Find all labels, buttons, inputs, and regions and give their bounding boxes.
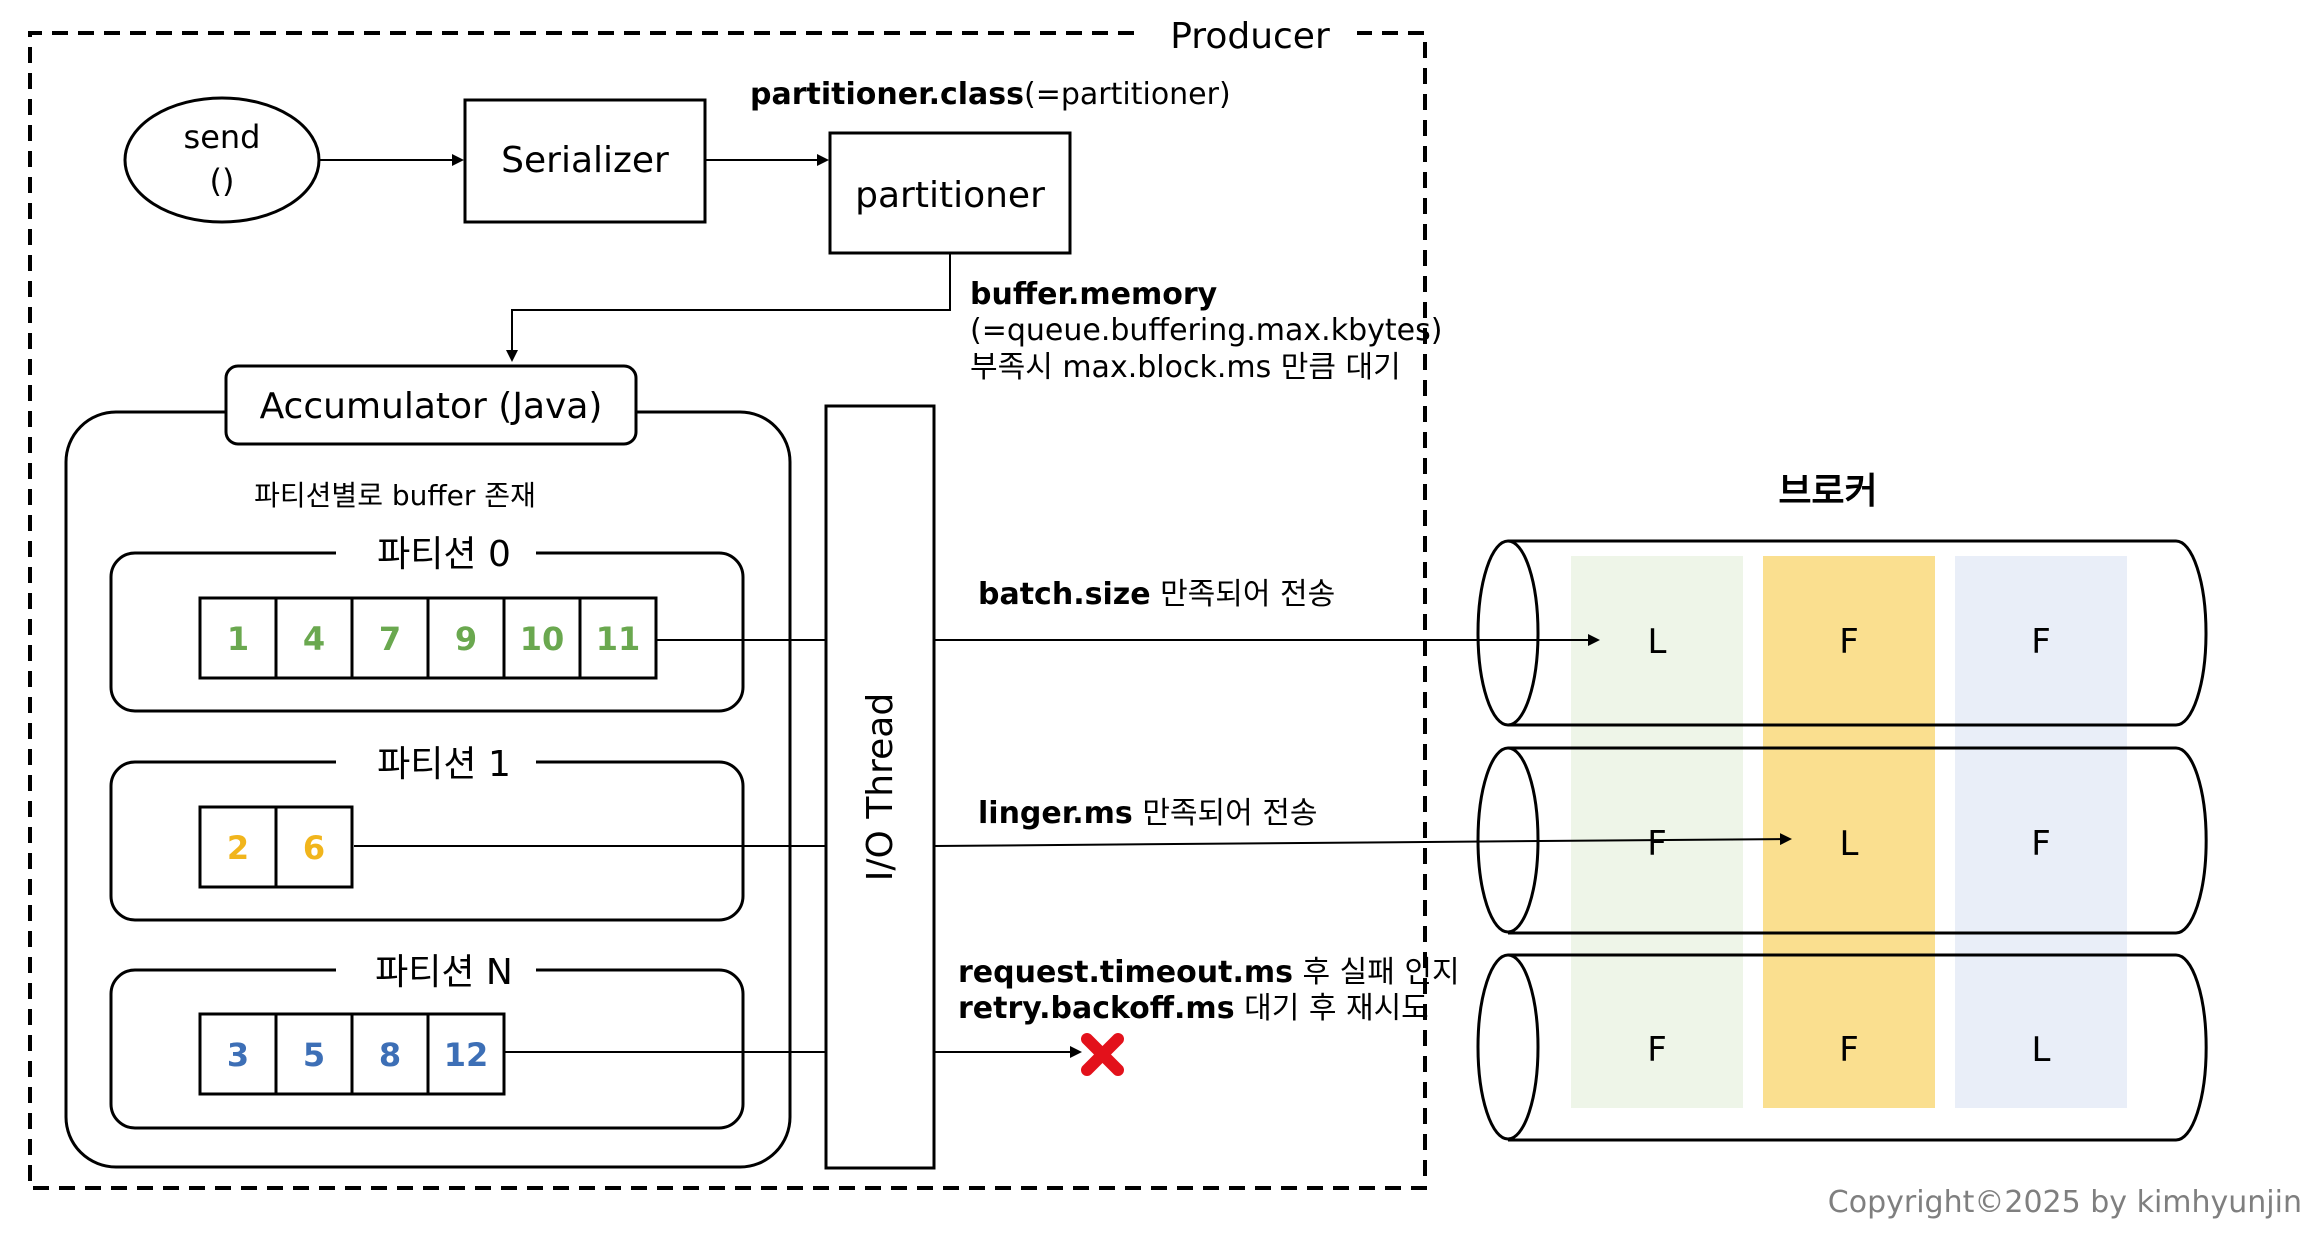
record-cell <box>350 1012 430 1096</box>
record-number: 6 <box>303 829 325 867</box>
send-node: send () <box>123 96 321 224</box>
send-parens: () <box>210 162 235 200</box>
record-number: 10 <box>520 620 565 658</box>
copyright-text: Copyright©2025 by kimhyunjin <box>1828 1185 2302 1220</box>
record-cell <box>198 805 278 889</box>
linger-ms-note: linger.ms 만족되어 전송 <box>978 796 1317 831</box>
accumulator-title-box <box>224 364 638 446</box>
record-cell <box>426 1012 506 1096</box>
follower-replica-label: F <box>1839 622 1859 662</box>
partition-0: 파티션 0 1 4 7 9 10 11 <box>109 530 745 713</box>
record-number: 8 <box>379 1036 401 1074</box>
leader-replica-label: L <box>1840 824 1859 864</box>
record-number: 2 <box>227 829 249 867</box>
accumulator-title: Accumulator (Java) <box>260 386 603 427</box>
leader-replica-label: L <box>1648 622 1667 662</box>
record-cell <box>502 596 582 680</box>
broker-partition-1-cylinder <box>1476 746 2208 935</box>
broker-partition-0-cylinder <box>1476 539 2208 727</box>
record-cell <box>198 1012 278 1096</box>
retry-backoff-note: retry.backoff.ms 대기 후 재시도 <box>958 991 1429 1026</box>
record-number: 5 <box>303 1036 325 1074</box>
broker-replica-labels: L F F F L F F F L <box>1647 622 2051 1070</box>
broker-partition-2-cylinder <box>1476 953 2208 1142</box>
serializer-box: Serializer <box>463 98 707 224</box>
record-cell <box>198 596 278 680</box>
record-cell <box>274 805 354 889</box>
accumulator-subtitle: 파티션별로 buffer 존재 <box>254 479 536 512</box>
follower-replica-label: F <box>1647 824 1667 864</box>
producer-frame: Producer <box>28 10 1427 1190</box>
record-number: 3 <box>227 1036 249 1074</box>
partition-0-title: 파티션 0 <box>377 534 511 575</box>
record-number: 7 <box>379 620 401 658</box>
partitioner-box: partitioner <box>828 131 1072 255</box>
broker-cylinders <box>1476 539 2208 1142</box>
record-number: 9 <box>455 620 477 658</box>
producer-title: Producer <box>1170 16 1330 57</box>
record-number: 4 <box>303 620 325 658</box>
io-thread-label: I/O Thread <box>860 693 901 881</box>
red-x-icon <box>1081 1033 1124 1076</box>
buffer-memory-note: buffer.memory (=queue.buffering.max.kbyt… <box>970 277 1442 385</box>
leader-replica-label: L <box>2032 1030 2051 1070</box>
record-number: 1 <box>227 620 249 658</box>
broker-column-0 <box>1571 556 1743 1108</box>
broker-replica-columns <box>1571 556 2127 1108</box>
record-cell <box>578 596 658 680</box>
record-cell <box>350 596 430 680</box>
record-cell <box>426 596 506 680</box>
partition-n-records: 3 5 8 12 <box>198 1012 506 1096</box>
follower-replica-label: F <box>1839 1030 1859 1070</box>
partition-0-records: 1 4 7 9 10 11 <box>198 596 658 680</box>
serializer-label: Serializer <box>501 140 669 181</box>
buffer-memory-key: buffer.memory <box>970 277 1218 312</box>
send-label: send <box>184 118 261 156</box>
broker-column-2 <box>1955 556 2127 1108</box>
record-number: 12 <box>444 1036 489 1074</box>
batch-size-note: batch.size 만족되어 전송 <box>978 577 1335 612</box>
partitioner-config: partitioner.class(=partitioner) <box>750 77 1231 112</box>
io-thread: I/O Thread <box>824 404 936 1170</box>
partitioner-to-accumulator-arrow <box>506 253 951 362</box>
broker-title: 브로커 <box>1778 471 1877 512</box>
follower-replica-label: F <box>1647 1030 1667 1070</box>
buffer-memory-alias: (=queue.buffering.max.kbytes) <box>970 313 1442 348</box>
linger-send-arrow <box>933 833 1792 847</box>
record-cell <box>274 1012 354 1096</box>
partition-1-title: 파티션 1 <box>377 744 511 785</box>
request-timeout-note: request.timeout.ms 후 실패 인지 <box>958 955 1460 990</box>
follower-replica-label: F <box>2031 622 2051 662</box>
buffer-memory-wait-note: 부족시 max.block.ms 만큼 대기 <box>970 350 1401 385</box>
record-number: 11 <box>596 620 641 658</box>
follower-replica-label: F <box>2031 824 2051 864</box>
partition-n: 파티션 N 3 5 8 12 <box>109 948 745 1130</box>
broker-column-1 <box>1763 556 1935 1108</box>
partitioner-label: partitioner <box>855 175 1045 216</box>
partition-n-title: 파티션 N <box>375 952 513 993</box>
